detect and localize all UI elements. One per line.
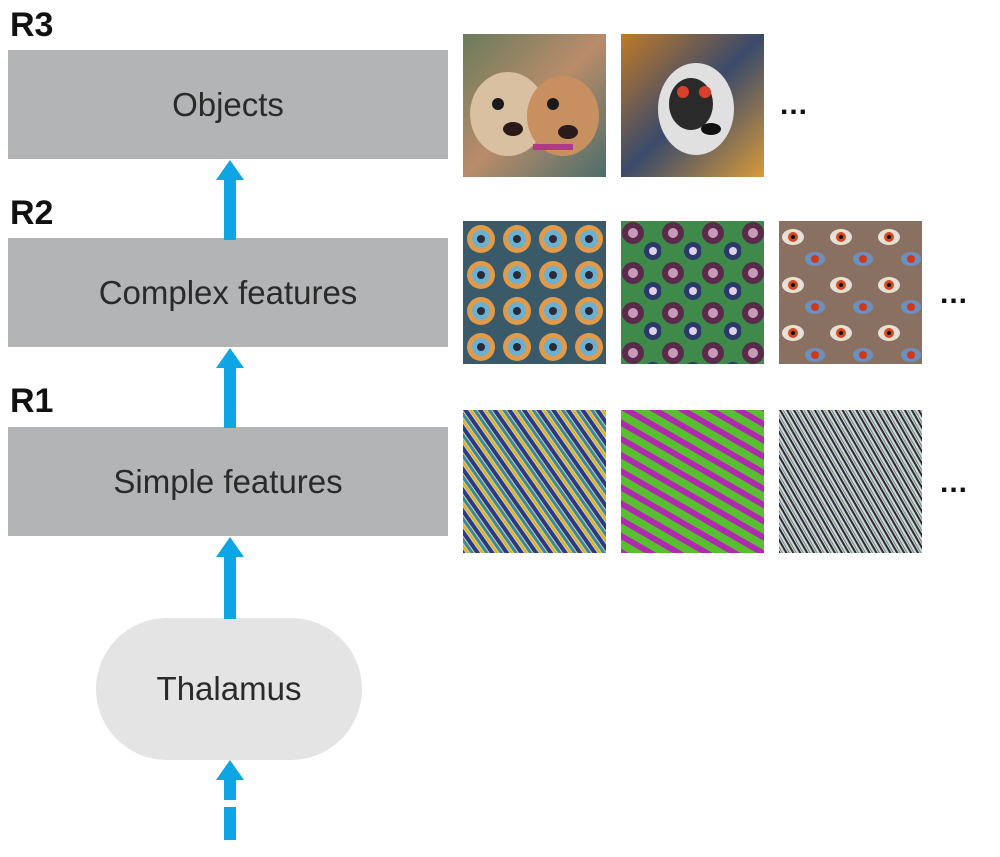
r3-ellipsis: ... [780,88,809,121]
simple-features-box-label: Simple features [113,462,343,500]
arrow-r2-to-r3 [216,160,244,240]
stripe-pattern-green-magenta-image [621,410,764,553]
stripe-pattern-colorful-image [463,410,606,553]
stripe-pattern-fine-image [779,410,922,553]
r1-ellipsis: ... [940,466,969,499]
region-label-r3: R3 [10,6,54,44]
swirl-texture-image [463,221,606,364]
region-label-r2: R2 [10,194,54,232]
thalamus-node: Thalamus [96,618,362,760]
r2-ellipsis: ... [940,277,969,310]
complex-features-box: Complex features [8,238,448,347]
furry-creature-visualization-image [621,34,764,177]
arrow-thalamus-to-r1 [216,537,244,619]
eyes-texture-image [779,221,922,364]
region-label-r1: R1 [10,382,54,420]
arrow-input-to-thalamus [216,760,244,840]
arrow-r1-to-r2 [216,348,244,428]
thalamus-label: Thalamus [156,670,302,707]
objects-box-label: Objects [172,85,284,123]
complex-features-box-label: Complex features [98,273,358,311]
dogs-visualization-image [463,34,606,177]
dots-texture-image [621,221,764,364]
simple-features-box: Simple features [8,427,448,536]
objects-box: Objects [8,50,448,159]
